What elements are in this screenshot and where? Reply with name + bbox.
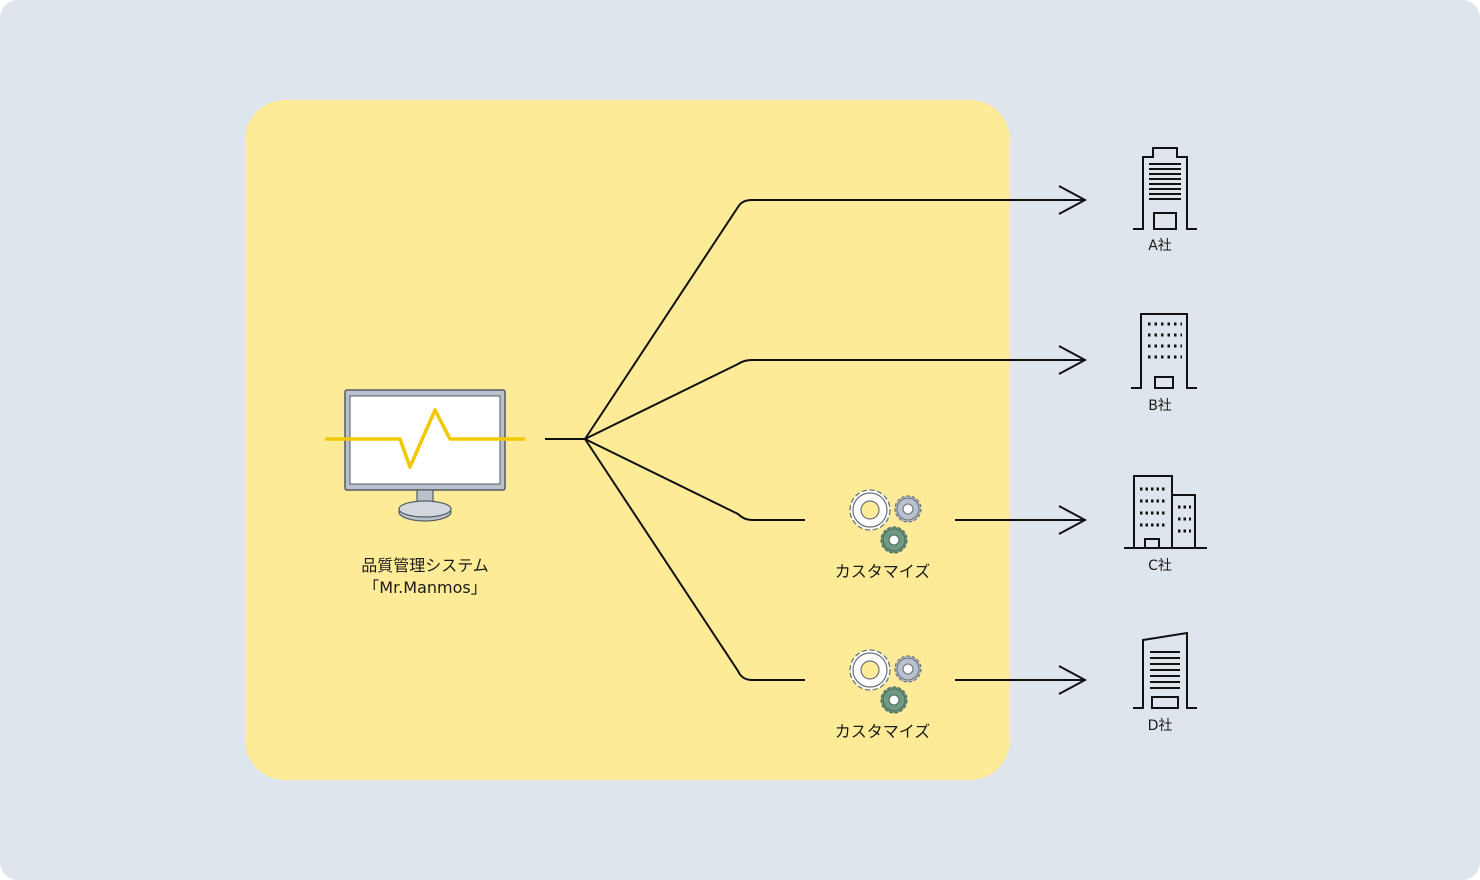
customize-label: カスタマイズ — [834, 722, 931, 741]
office-building-icon — [1131, 313, 1197, 389]
branch-lines — [545, 199, 1085, 681]
office-buildings-icon — [1124, 475, 1207, 549]
company-a-label: A社 — [1148, 238, 1172, 254]
office-building-icon — [1133, 147, 1197, 230]
company-d-label: D社 — [1147, 718, 1173, 734]
system-name-line1: 品質管理システム — [361, 556, 489, 575]
system-name-label: 品質管理システム 「Mr.Manmos」 — [325, 555, 525, 599]
office-tower-icon — [1133, 631, 1197, 709]
monitor-with-waveform-icon — [325, 389, 525, 522]
customize-label: カスタマイズ — [834, 562, 931, 581]
company-c-label: C社 — [1148, 558, 1172, 574]
gears-icon — [849, 489, 922, 554]
company-b-label: B社 — [1148, 398, 1172, 414]
system-name-line2: 「Mr.Manmos」 — [363, 578, 487, 597]
gears-icon — [849, 649, 922, 714]
